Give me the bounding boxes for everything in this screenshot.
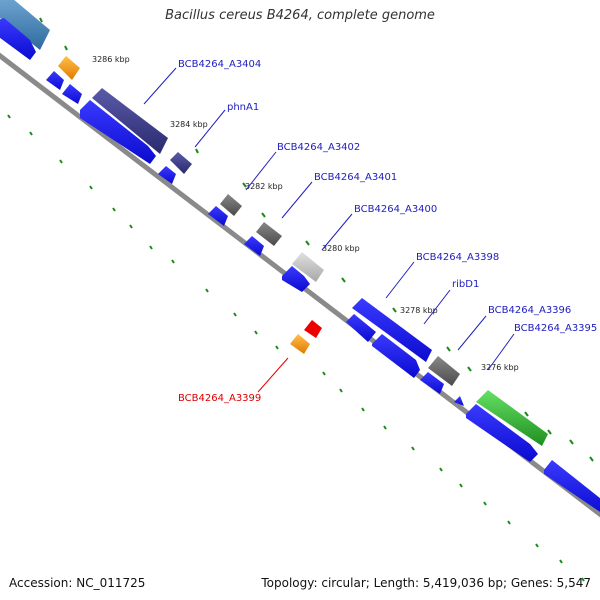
tick-label: 3278 kbp <box>400 306 438 315</box>
tick-labels: 3286 kbp 3284 kbp 3282 kbp 3280 kbp 3278… <box>92 55 519 372</box>
tick-label: 3280 kbp <box>322 244 360 253</box>
gene-label-a3400[interactable]: BCB4264_A3400 <box>354 204 437 215</box>
cds-arrow[interactable] <box>158 166 176 184</box>
cds-arrow[interactable] <box>372 334 420 378</box>
gene-label-a3399[interactable]: BCB4264_A3399 <box>178 393 261 404</box>
gene-labels: BCB4264_A3404 phnA1 BCB4264_A3402 BCB426… <box>178 59 597 334</box>
gene-steelblue[interactable] <box>0 0 50 50</box>
gene-label-a3401[interactable]: BCB4264_A3401 <box>314 172 397 183</box>
gene-purple[interactable] <box>92 88 168 154</box>
tick-label: 3286 kbp <box>92 55 130 64</box>
gene-orange-a3404[interactable] <box>58 56 80 80</box>
inner-dotted-track <box>7 114 585 582</box>
gene-phnA1[interactable] <box>170 152 192 174</box>
cds-arrow[interactable] <box>46 71 64 90</box>
gene-label-a3402[interactable]: BCB4264_A3402 <box>277 142 360 153</box>
gene-label-a3395[interactable]: BCB4264_A3395 <box>514 323 597 334</box>
gene-lightgray-a3400[interactable] <box>292 252 324 282</box>
cds-arrow[interactable] <box>62 84 82 104</box>
tick-label: 3276 kbp <box>481 363 519 372</box>
cds-arrow-a3395[interactable] <box>544 460 600 516</box>
feature-track <box>0 0 600 516</box>
gene-red-a3399[interactable] <box>304 320 322 338</box>
cds-arrow[interactable] <box>244 236 264 256</box>
gene-label-phnA1[interactable]: phnA1 <box>227 102 259 113</box>
gene-gray-a3402[interactable] <box>220 194 242 216</box>
cds-arrow[interactable] <box>80 100 156 164</box>
cds-arrow[interactable] <box>420 372 444 394</box>
gene-label-a3404[interactable]: BCB4264_A3404 <box>178 59 261 70</box>
gene-label-a3398[interactable]: BCB4264_A3398 <box>416 252 499 263</box>
cds-arrow-a3398[interactable] <box>352 298 432 362</box>
map-title: Bacillus cereus B4264, complete genome <box>165 8 435 23</box>
gene-label-a3396[interactable]: BCB4264_A3396 <box>488 305 571 316</box>
outer-tick-track <box>5 3 594 462</box>
gene-gray-a3401[interactable] <box>256 222 282 246</box>
tick-label: 3282 kbp <box>245 182 283 191</box>
label-leaders <box>143 67 515 371</box>
gene-orange-a3399[interactable] <box>290 334 310 354</box>
cds-arrow[interactable] <box>0 18 36 60</box>
label-leader-red <box>257 357 289 393</box>
tick-label: 3284 kbp <box>170 120 208 129</box>
cds-arrow[interactable] <box>346 314 376 342</box>
cds-arrow[interactable] <box>454 396 464 406</box>
gene-label-ribD1[interactable]: ribD1 <box>452 279 479 290</box>
gene-gray-ribD1[interactable] <box>428 356 460 386</box>
genome-summary-text: Topology: circular; Length: 5,419,036 bp… <box>261 576 591 590</box>
accession-text: Accession: NC_011725 <box>9 576 146 590</box>
cds-arrow[interactable] <box>282 266 310 292</box>
cds-arrow[interactable] <box>466 404 538 462</box>
cds-arrow[interactable] <box>208 206 228 226</box>
gene-green-a3396[interactable] <box>476 390 548 446</box>
